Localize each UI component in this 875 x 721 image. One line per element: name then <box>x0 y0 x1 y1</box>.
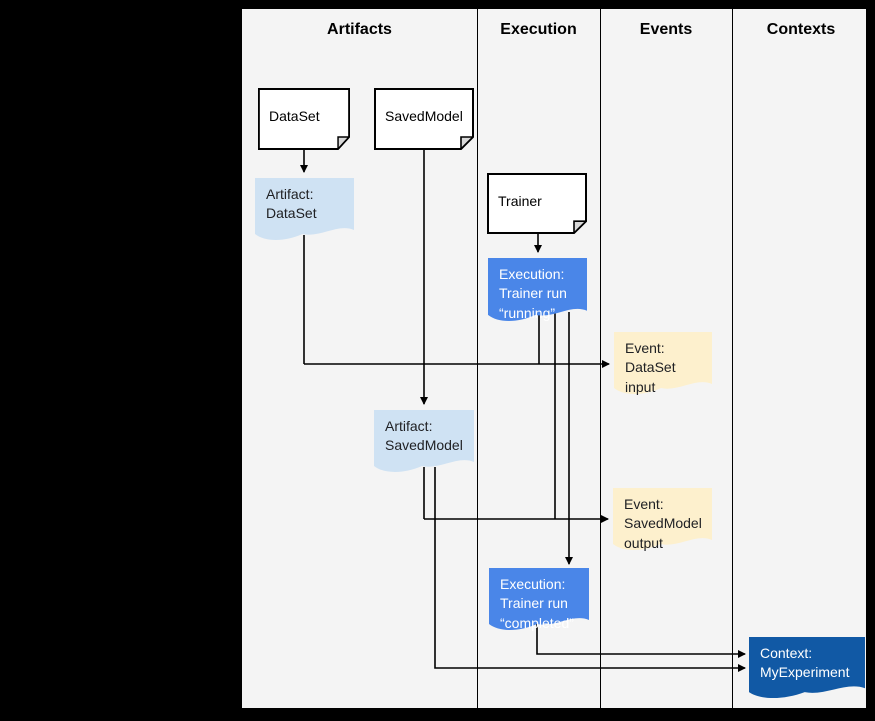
node-dataset: DataSet <box>258 88 350 150</box>
flag-shape-icon <box>614 332 712 394</box>
node-artifact-savedmodel: Artifact: SavedModel <box>374 410 474 476</box>
node-label: Execution: Trainer run “running” <box>499 266 567 321</box>
arrow-completed-to-context <box>536 622 746 658</box>
document-shape-icon <box>487 173 587 234</box>
column-header-artifacts: Artifacts <box>327 21 392 38</box>
column-header-execution: Execution <box>500 21 577 38</box>
column-header-contexts: Contexts <box>766 21 836 38</box>
node-label: Event: DataSet input <box>625 340 676 395</box>
document-shape-icon <box>258 88 350 150</box>
node-execution-running: Execution: Trainer run “running” <box>488 258 587 325</box>
column-divider <box>477 9 478 708</box>
flag-shape-icon <box>255 178 354 240</box>
node-label: Event: SavedModel output <box>624 496 702 551</box>
flag-shape-icon <box>374 410 474 472</box>
node-label: Execution: Trainer run “completed” <box>500 576 574 631</box>
node-artifact-dataset: Artifact: DataSet <box>255 178 354 244</box>
node-trainer: Trainer <box>487 173 587 234</box>
node-label: Artifact: DataSet <box>266 186 317 222</box>
column-divider <box>600 9 601 708</box>
node-execution-completed: Execution: Trainer run “completed” <box>489 568 589 634</box>
flag-shape-icon <box>749 637 865 699</box>
node-event-savedmodel-output: Event: SavedModel output <box>613 488 712 554</box>
flag-shape-icon <box>489 568 589 630</box>
node-context-myexperiment: Context: MyExperiment <box>749 637 865 702</box>
node-label: SavedModel <box>385 108 463 124</box>
node-event-dataset-input: Event: DataSet input <box>614 332 712 398</box>
node-label: DataSet <box>269 108 320 124</box>
connector-wires <box>300 150 746 672</box>
column-divider <box>732 9 733 708</box>
arrow-artifact-savedmodel-to-context <box>434 467 746 672</box>
flag-shape-icon <box>488 258 587 321</box>
document-shape-icon <box>374 88 474 150</box>
column-header-events: Events <box>639 21 693 38</box>
node-savedmodel: SavedModel <box>374 88 474 150</box>
flag-shape-icon <box>613 488 712 550</box>
node-label: Context: MyExperiment <box>760 645 850 681</box>
diagram-canvas: Artifacts Execution Events Contexts <box>240 7 868 710</box>
node-label: Artifact: SavedModel <box>385 418 463 454</box>
node-label: Trainer <box>498 192 542 209</box>
